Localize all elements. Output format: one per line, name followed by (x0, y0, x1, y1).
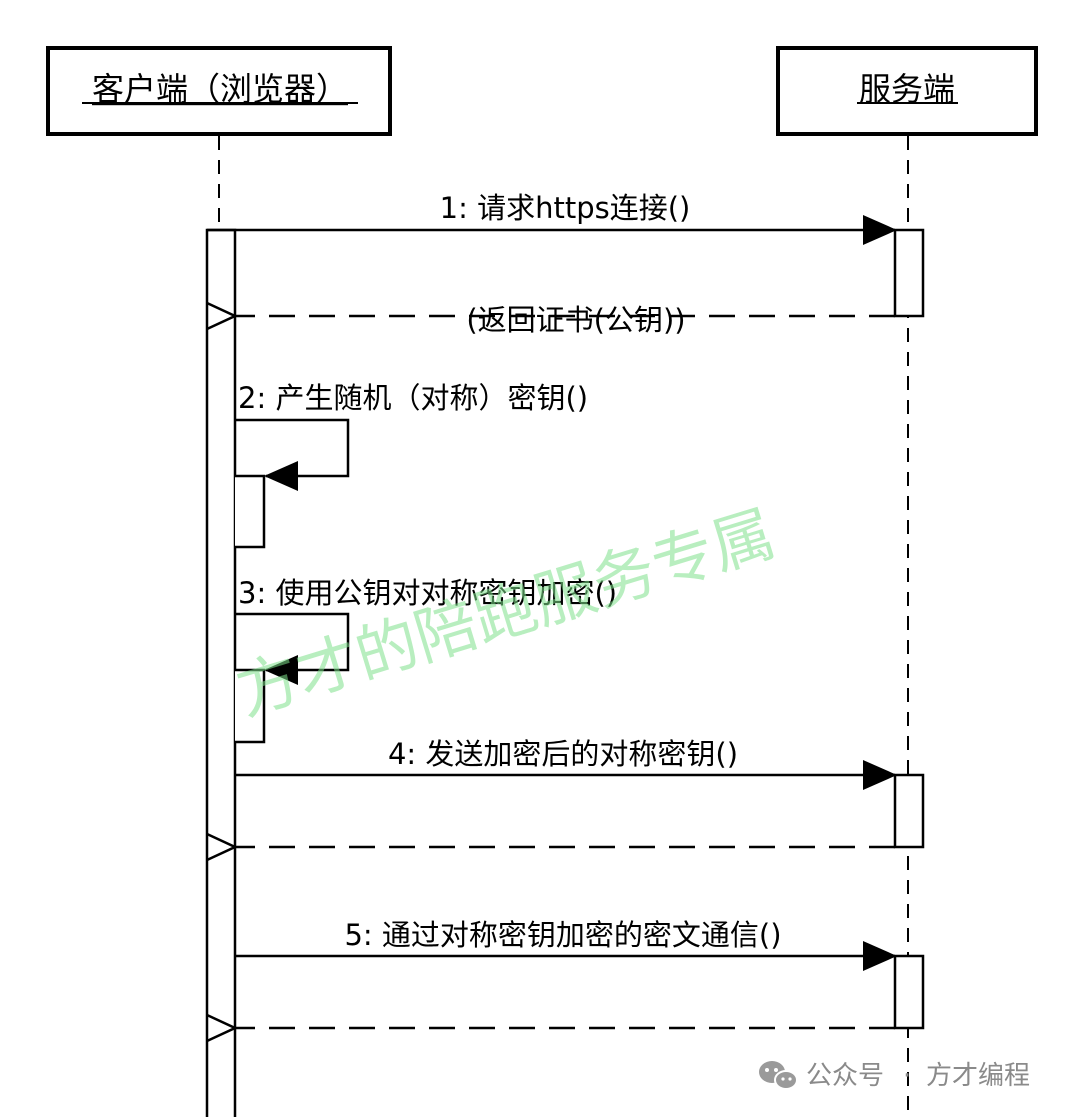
client-activation-bar (205, 228, 237, 1117)
message-2-label: 2: 产生随机（对称）密钥() (238, 381, 588, 415)
footer-account-name: 方才编程 (926, 1061, 1030, 1091)
server-activation-5 (893, 954, 925, 1030)
participant-client-label: 客户端（浏览器） (92, 70, 348, 108)
message-2-self-arrow (235, 418, 350, 491)
wechat-icon (759, 1061, 798, 1090)
footer: 公众号 · 方才编程 (759, 1061, 1030, 1091)
message-3-self-arrow (235, 612, 350, 685)
message-3-nested-activation (235, 668, 266, 744)
message-1-label: 1: 请求https连接() (440, 191, 691, 225)
message-3-label: 3: 使用公钥对对称密钥加密() (238, 576, 617, 610)
server-activation-1 (893, 228, 925, 318)
participant-server: 服务端 (776, 46, 1038, 136)
participant-client: 客户端（浏览器） (46, 46, 392, 136)
message-2-nested-activation (235, 474, 266, 549)
message-5-label: 5: 通过对称密钥加密的密文通信() (344, 918, 781, 952)
message-4-label: 4: 发送加密后的对称密钥() (388, 737, 738, 771)
footer-wechat-label: 公众号 (806, 1061, 884, 1091)
message-1-return-label: (返回证书(公钥)) (466, 303, 685, 337)
server-activation-4 (893, 773, 925, 849)
participant-server-label: 服务端 (859, 70, 955, 108)
footer-separator: · (903, 1061, 911, 1091)
